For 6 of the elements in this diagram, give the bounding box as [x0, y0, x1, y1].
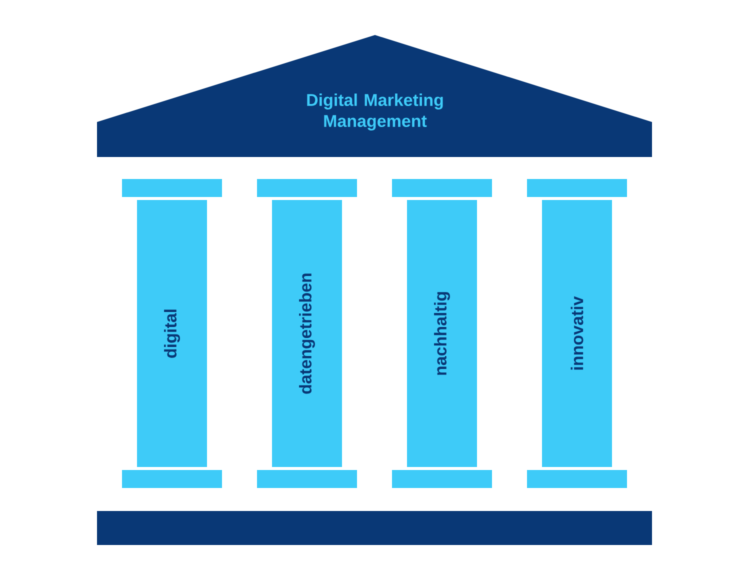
pillar: innovativ	[527, 179, 627, 488]
roof: Digital Marketing Management	[97, 35, 652, 157]
pillar: digital	[122, 179, 222, 488]
base-bar	[97, 511, 652, 545]
pillar: nachhaltig	[392, 179, 492, 488]
pillar: datengetrieben	[257, 179, 357, 488]
